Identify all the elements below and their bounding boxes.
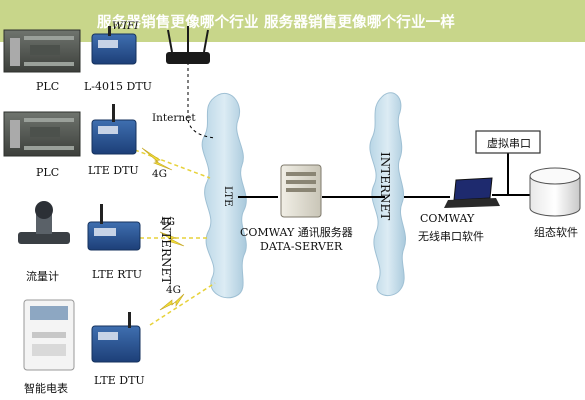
laptop-icon bbox=[444, 177, 500, 208]
banner-title: 服务器销售更像哪个行业 服务器销售更像哪个行业一样 bbox=[97, 15, 456, 31]
flowmeter-icon bbox=[18, 201, 70, 244]
smart-meter-label: 智能电表 bbox=[24, 382, 68, 395]
virtual-serial-port-box bbox=[475, 130, 541, 154]
wifi-label: WIFI bbox=[112, 20, 139, 32]
server-label-line2: DATA-SERVER bbox=[260, 240, 343, 253]
wifi-router-icon bbox=[166, 26, 210, 64]
internet-cloud-right bbox=[369, 92, 406, 297]
plc-top-label: PLC bbox=[36, 80, 60, 93]
internet-link-label: Internet bbox=[152, 112, 196, 124]
database-cylinder-icon bbox=[529, 167, 581, 217]
wireless-bolt-icon bbox=[141, 147, 185, 311]
lte-dtu-device-icon bbox=[91, 104, 137, 155]
lte-rtu-label: LTE RTU bbox=[92, 268, 142, 281]
plc-device-icon bbox=[3, 111, 81, 157]
internet-cloud-left bbox=[201, 92, 247, 299]
plc-mid-label: PLC bbox=[36, 166, 60, 179]
lte-rtu-device-icon bbox=[87, 204, 141, 251]
server-icon bbox=[280, 164, 322, 218]
dtu-device-icon bbox=[91, 26, 137, 65]
lte-label: LTE bbox=[222, 186, 234, 207]
laptop-label-line2: 无线串口软件 bbox=[418, 230, 484, 243]
lte-dtu-device-icon bbox=[91, 312, 141, 363]
link-4g-label: 4G bbox=[160, 216, 176, 228]
laptop-label-line1: COMWAY bbox=[420, 212, 475, 225]
server-label-line1: COMWAY 通讯服务器 bbox=[240, 226, 353, 239]
plc-device-icon bbox=[3, 29, 81, 73]
cloud-right-label: INTERNET bbox=[378, 152, 392, 221]
flowmeter-label: 流量计 bbox=[26, 270, 59, 283]
dtu-4015-label: L-4015 DTU bbox=[84, 80, 152, 93]
lte-dtu-top-label: LTE DTU bbox=[88, 164, 139, 177]
virtual-serial-port-label: 虚拟串口 bbox=[487, 137, 531, 150]
link-4g-label: 4G bbox=[152, 168, 168, 180]
scada-software-label: 组态软件 bbox=[534, 226, 578, 239]
lte-dtu-bottom-label: LTE DTU bbox=[94, 374, 145, 387]
smart-meter-icon bbox=[23, 299, 75, 371]
link-4g-label: 4G bbox=[166, 284, 182, 296]
